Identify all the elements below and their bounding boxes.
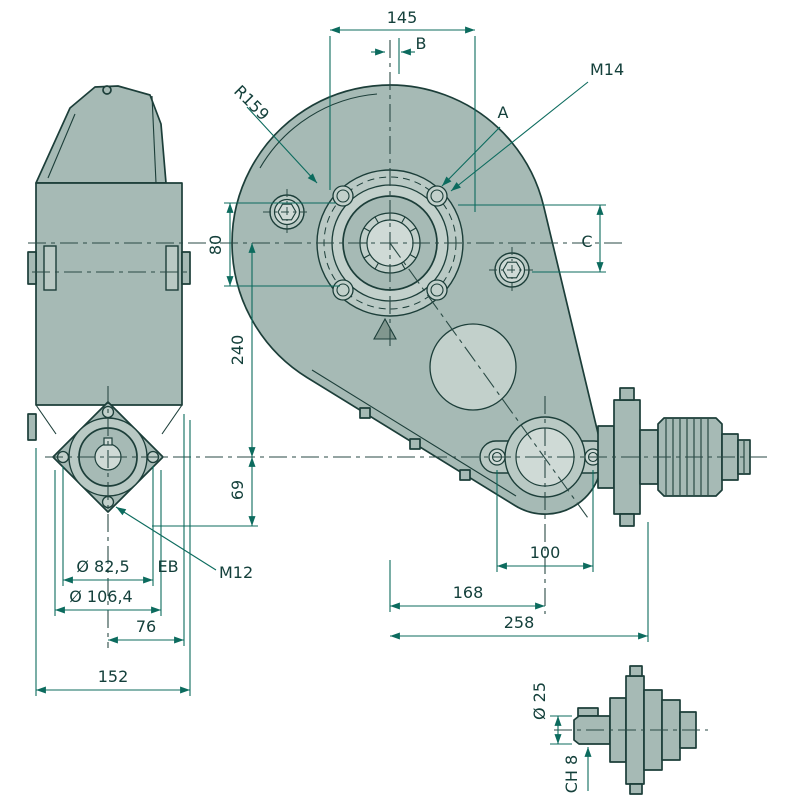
dia-106-4-label: Ø 106,4 xyxy=(69,587,132,606)
m14-label: M14 xyxy=(590,60,624,79)
dim-ch-8: CH 8 xyxy=(562,747,592,793)
flange-bolt-hole xyxy=(426,279,448,301)
dim-240-label: 240 xyxy=(228,335,247,366)
dim-c: C xyxy=(458,204,606,273)
side-lug xyxy=(27,413,37,441)
joint-lug xyxy=(359,407,371,419)
dim-80: 80 xyxy=(206,202,340,287)
flange-tab xyxy=(619,387,635,401)
output-flange xyxy=(479,416,611,498)
flange-dimensions: Ø 82,5 EB M12 Ø 106,4 76 152 xyxy=(35,414,253,696)
dim-100: 100 xyxy=(496,470,594,572)
dim-168: 168 xyxy=(389,560,545,612)
detail-tab xyxy=(629,665,643,677)
side-bearing-tab-left xyxy=(27,251,37,285)
side-bearing-boss-left xyxy=(43,245,57,291)
joint-lug xyxy=(409,438,421,450)
dia-82-5-label: Ø 82,5 xyxy=(76,557,129,576)
dim-258: 258 xyxy=(390,522,649,642)
flange-tab xyxy=(619,513,635,527)
dim-145: 145 xyxy=(329,8,476,212)
joint-lug xyxy=(459,469,471,481)
dim-69: 69 xyxy=(152,457,258,527)
dim-152-label: 152 xyxy=(98,667,129,686)
flange-bolt-hole xyxy=(426,185,448,207)
side-bearing-boss-right xyxy=(165,245,179,291)
hex-socket xyxy=(277,203,297,221)
label-a: A xyxy=(441,103,509,187)
dim-80-label: 80 xyxy=(206,235,225,255)
centerlines xyxy=(28,40,772,731)
diagonal-axis-centerline xyxy=(389,242,589,519)
m12-label: M12 xyxy=(219,563,253,582)
dim-168-label: 168 xyxy=(453,583,484,602)
front-view xyxy=(231,84,611,515)
dim-76-label: 76 xyxy=(136,617,156,636)
dim-258-label: 258 xyxy=(504,613,535,632)
top-plug xyxy=(102,85,112,95)
dim-c-label: C xyxy=(581,232,592,251)
side-bearing-tab-right xyxy=(181,251,191,285)
detail-tab xyxy=(629,783,643,795)
side-view-top-cap xyxy=(35,85,167,184)
a-label: A xyxy=(498,103,509,122)
flange-bolt-hole xyxy=(332,185,354,207)
m12-leader xyxy=(115,506,217,571)
dim-b-label: B xyxy=(416,34,427,53)
dim-145-label: 145 xyxy=(387,8,418,27)
idler-gear-circle xyxy=(429,323,517,411)
dim-b: B xyxy=(371,34,426,74)
dim-dia-25: Ø 25 xyxy=(530,682,572,745)
dim-240: 240 xyxy=(228,243,256,457)
eb-label: EB xyxy=(157,557,178,576)
dim-100-label: 100 xyxy=(530,543,561,562)
label-m14: M14 xyxy=(450,60,624,192)
dia-25-label: Ø 25 xyxy=(530,682,549,720)
flange-bolt-hole xyxy=(332,279,354,301)
detail-key xyxy=(577,707,599,717)
dim-69-label: 69 xyxy=(228,480,247,500)
side-view-body xyxy=(35,182,183,406)
ch-8-label: CH 8 xyxy=(562,755,581,793)
